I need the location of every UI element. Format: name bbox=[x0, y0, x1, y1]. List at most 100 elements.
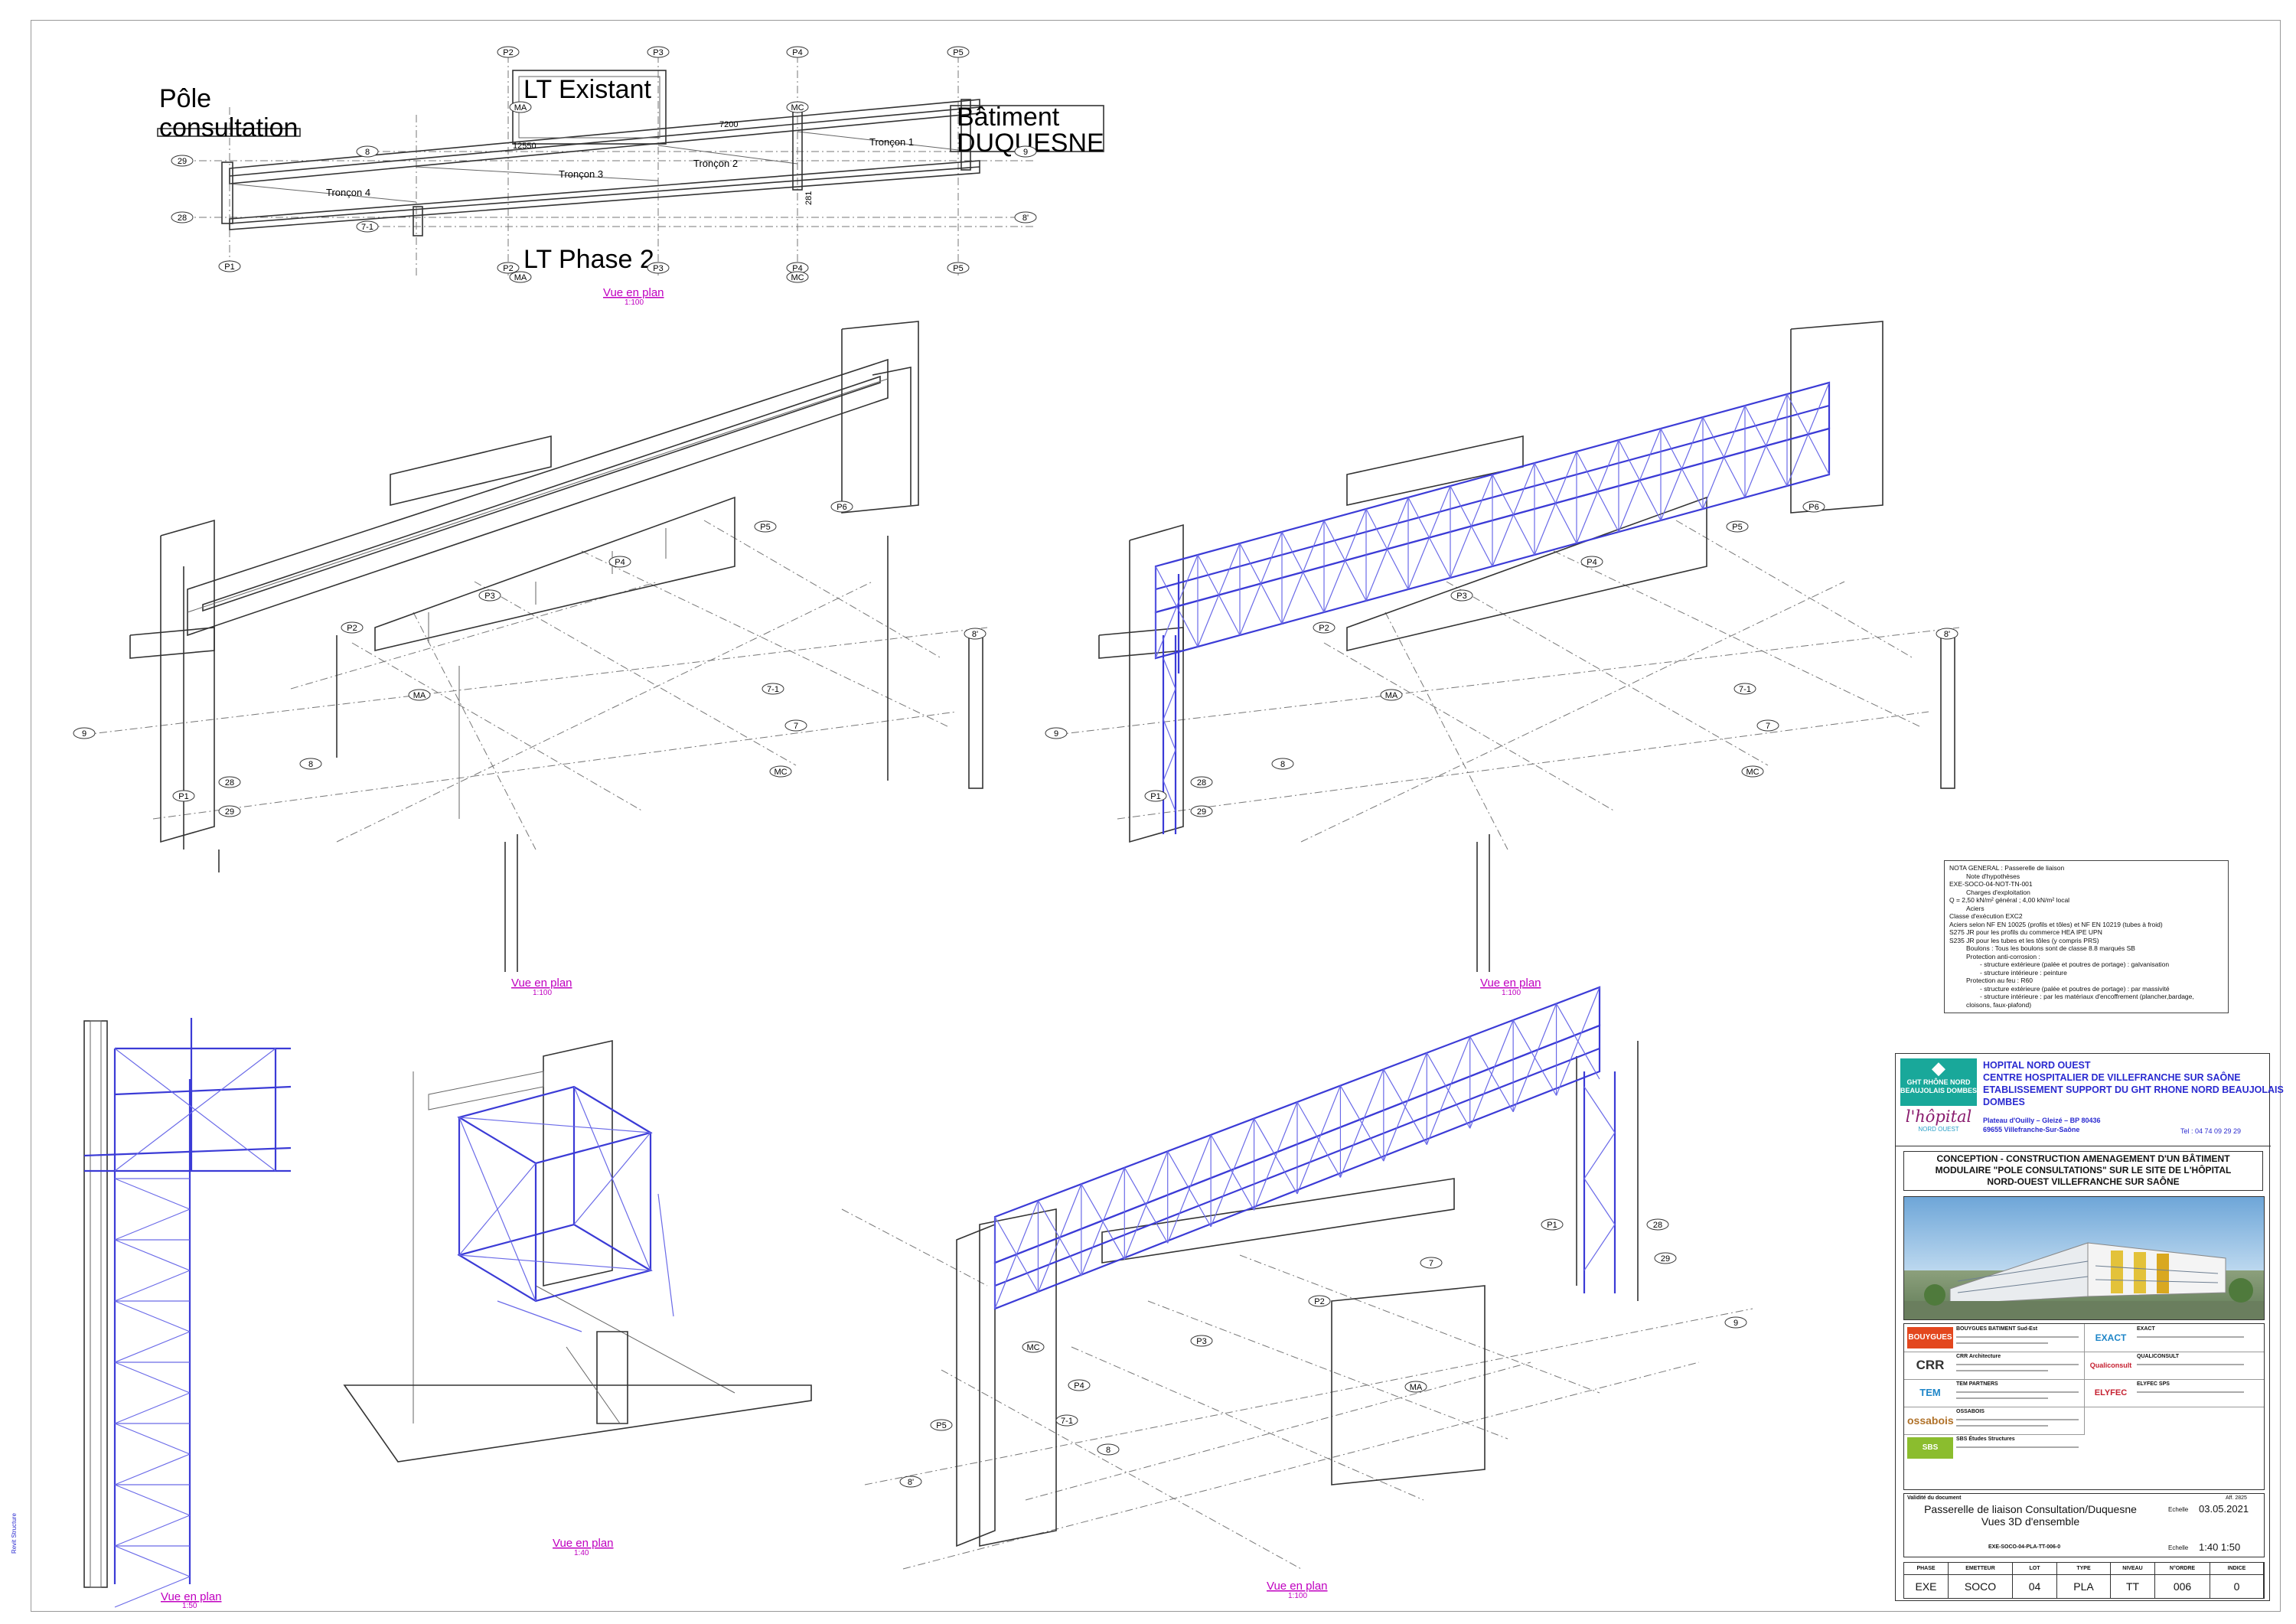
doc-code: EXE-SOCO-04-PLA-TT-006-0 bbox=[1988, 1544, 2061, 1550]
iso-right-tag-13: 8' bbox=[1936, 628, 1958, 640]
iso-bottom-tag-10: 7-1 bbox=[1055, 1414, 1078, 1427]
detail-1-view-scale: 1:50 bbox=[182, 1602, 197, 1610]
iso-left-tag-14: 9 bbox=[73, 727, 96, 739]
troncon-4: Tronçon 4 bbox=[326, 187, 370, 198]
svg-text:MA: MA bbox=[1385, 691, 1398, 700]
detail-2-view-label: Vue en plan bbox=[553, 1537, 614, 1550]
partner-row-2: CRR CRR Architecture bbox=[1904, 1352, 2084, 1380]
svg-text:P4: P4 bbox=[792, 48, 802, 57]
svg-text:MA: MA bbox=[1410, 1383, 1423, 1392]
svg-text:P3: P3 bbox=[484, 592, 494, 601]
title-block: ◆ GHT RHÔNE NORD BEAUJOLAIS DOMBES l'hôp… bbox=[1895, 1053, 2284, 1601]
svg-text:MA: MA bbox=[413, 691, 426, 700]
svg-text:P4: P4 bbox=[792, 264, 802, 273]
code-value-6: 0 bbox=[2210, 1575, 2264, 1598]
svg-text:MC: MC bbox=[1026, 1343, 1039, 1352]
code-header-2: LOT bbox=[2013, 1563, 2057, 1575]
iso-left-view bbox=[83, 321, 988, 972]
doc-date: 03.05.2021 bbox=[2199, 1503, 2249, 1515]
iso-bottom-tag-8: 29 bbox=[1654, 1252, 1677, 1264]
iso-bottom-view-label: Vue en plan bbox=[1267, 1580, 1328, 1593]
svg-text:P1: P1 bbox=[224, 263, 234, 272]
note-line: Protection anti-corrosion : bbox=[1966, 952, 2040, 960]
note-line: Charges d'exploitation bbox=[1966, 888, 2030, 896]
iso-bottom-tag-6: MC bbox=[1022, 1341, 1045, 1353]
note-line: EXE-SOCO-04-NOT-TN-001 bbox=[1949, 880, 2033, 888]
svg-text:P5: P5 bbox=[953, 264, 963, 273]
iso-right-tag-14: 9 bbox=[1045, 727, 1068, 739]
note-line: Classe d'exécution EXC2 bbox=[1949, 912, 2023, 920]
partner-row-1: BOUYGUES BOUYGUES BATIMENT Sud-Est bbox=[1904, 1324, 2084, 1352]
hospital-header: ◆ GHT RHÔNE NORD BEAUJOLAIS DOMBES l'hôp… bbox=[1896, 1054, 2284, 1146]
row-tag-4: 8' bbox=[1014, 211, 1037, 223]
label-pole-line2: consultation bbox=[159, 113, 298, 142]
axis-top-p3: P3 bbox=[647, 46, 670, 58]
partner-logo-6: EXACT bbox=[2095, 1332, 2127, 1343]
note-line: Protection au feu : R60 bbox=[1966, 977, 2033, 984]
partner-row-5: SBS SBS Études Structures bbox=[1904, 1434, 2084, 1462]
code-value-1: SOCO bbox=[1949, 1575, 2013, 1598]
iso-left-tag-0: P2 bbox=[341, 621, 364, 634]
label-batiment-line1: Bâtiment bbox=[957, 103, 1060, 132]
note-line: - structure extérieure (palée et poutres… bbox=[1980, 960, 2170, 968]
iso-right-tag-2: P4 bbox=[1580, 556, 1603, 568]
note-line: Aciers bbox=[1966, 904, 1985, 912]
detail-1-lattice bbox=[114, 1178, 191, 1608]
svg-text:7-1: 7-1 bbox=[1061, 1417, 1073, 1426]
partner-logo-7: Qualiconsult bbox=[2089, 1361, 2132, 1369]
axis-top-p2: P2 bbox=[497, 46, 520, 58]
iso-right-tag-12: 8 bbox=[1271, 758, 1294, 770]
iso-bottom-tag-9: 7 bbox=[1420, 1257, 1443, 1269]
dim-7200: 7200 bbox=[719, 120, 738, 129]
note-line: - structure intérieure : peinture bbox=[1980, 968, 2067, 977]
troncon-2: Tronçon 2 bbox=[693, 158, 738, 169]
row-tag-1: 28 bbox=[171, 211, 194, 223]
svg-text:MC: MC bbox=[774, 768, 787, 777]
partner-logo-8: ELYFEC bbox=[2094, 1388, 2128, 1397]
iso-bottom-tag-4: P5 bbox=[930, 1419, 953, 1431]
axis-bottom-5: MC bbox=[786, 271, 809, 283]
code-header-3: TYPE bbox=[2057, 1563, 2111, 1575]
code-header-1: EMETTEUR bbox=[1949, 1563, 2013, 1575]
svg-text:P1: P1 bbox=[1150, 792, 1160, 801]
dim-281: 281 bbox=[804, 191, 814, 205]
svg-text:8: 8 bbox=[1280, 760, 1285, 769]
iso-left-tag-13: 8' bbox=[964, 628, 987, 640]
note-line: - structure intérieure : par les matéria… bbox=[1980, 993, 2194, 1000]
note-line: Aciers selon NF EN 10025 (profils et tôl… bbox=[1949, 920, 2163, 928]
svg-text:P5: P5 bbox=[760, 523, 770, 532]
svg-text:7: 7 bbox=[794, 722, 798, 731]
svg-text:7: 7 bbox=[1429, 1259, 1433, 1268]
iso-bottom-tag-13: 9 bbox=[1724, 1316, 1747, 1329]
partner-logo-5: SBS bbox=[1907, 1437, 1953, 1459]
svg-text:MC: MC bbox=[791, 103, 804, 113]
svg-text:9: 9 bbox=[1054, 729, 1058, 739]
row-tag-6: P1 bbox=[218, 260, 241, 272]
svg-text:P5: P5 bbox=[953, 48, 963, 57]
top-plan-view bbox=[157, 55, 1104, 276]
iso-bottom-tag-11: 8 bbox=[1097, 1443, 1120, 1456]
note-line: Note d'hypothèses bbox=[1966, 872, 2020, 880]
note-line: Boulons : Tous les boulons sont de class… bbox=[1966, 944, 2135, 952]
iso-bottom-tag-0: P1 bbox=[1541, 1218, 1564, 1231]
svg-text:MC: MC bbox=[1746, 768, 1759, 777]
iso-right-tag-5: MA bbox=[1380, 689, 1403, 701]
sheet-frame bbox=[31, 20, 2281, 1612]
svg-text:29: 29 bbox=[225, 807, 234, 817]
document-info: Validité du document Aff. 2825 Passerell… bbox=[1903, 1493, 2265, 1557]
partner-row-3: TEM TEM PARTNERS bbox=[1904, 1379, 2084, 1407]
note-line: NOTA GENERAL : Passerelle de liaison bbox=[1949, 864, 2065, 872]
partner-logo-1: BOUYGUES bbox=[1907, 1327, 1953, 1348]
iso-right-tag-9: 29 bbox=[1190, 805, 1213, 817]
hospital-address-1: Plateau d'Ouilly – Gleizé – BP 80436 bbox=[1983, 1117, 2101, 1124]
axis-bottom-1: P3 bbox=[647, 262, 670, 274]
partner-row-6: EXACT EXACT bbox=[2085, 1324, 2264, 1352]
svg-text:7: 7 bbox=[1766, 722, 1770, 731]
svg-text:P3: P3 bbox=[1456, 592, 1466, 601]
iso-right-view-label: Vue en plan bbox=[1480, 977, 1541, 990]
axis-bottom-4: MA bbox=[509, 271, 532, 283]
